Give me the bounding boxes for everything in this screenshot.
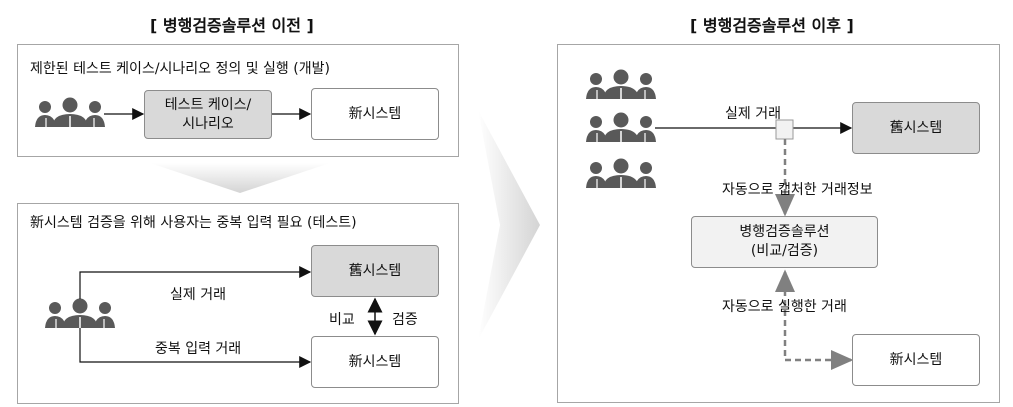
down-chevron-shape [150, 163, 330, 193]
new-system-box: 新시스템 [852, 334, 980, 386]
after-title: [ 병행검증솔루션 이후 ] [690, 16, 854, 35]
users-icon [585, 111, 657, 143]
real-transaction-label: 실제 거래 [725, 106, 781, 122]
test-case-box: 테스트 케이스/ 시나리오 [144, 90, 272, 139]
verify-label: 검증 [392, 312, 418, 328]
users-icon [585, 68, 657, 100]
solution-box: 병행검증솔루션 (비교/검증) [691, 216, 878, 268]
old-system-box: 舊시스템 [852, 102, 980, 154]
compare-label: 비교 [329, 312, 355, 328]
old-system-box: 舊시스템 [311, 245, 439, 297]
duplicate-input-label: 중복 입력 거래 [155, 341, 242, 357]
solution-role: (비교/검증) [750, 243, 819, 259]
new-system-box: 新시스템 [311, 336, 439, 388]
users-icon [44, 297, 116, 329]
test-panel-heading: 新시스템 검증을 위해 사용자는 중복 입력 필요 (테스트) [30, 215, 357, 231]
real-transaction-label: 실제 거래 [170, 287, 226, 303]
before-title: [ 병행검증솔루션 이전 ] [150, 16, 314, 35]
executed-transaction-label: 자동으로 실행한 거래 [722, 299, 847, 315]
solution-name: 병행검증솔루션 [739, 224, 830, 241]
users-icon [34, 96, 106, 128]
dev-panel-heading: 제한된 테스트 케이스/시나리오 정의 및 실행 (개발) [30, 61, 330, 77]
new-system-box: 新시스템 [311, 88, 439, 140]
captured-info-label: 자동으로 캡처한 거래정보 [722, 182, 873, 198]
users-icon [585, 157, 657, 189]
right-chevron-shape [478, 110, 540, 340]
